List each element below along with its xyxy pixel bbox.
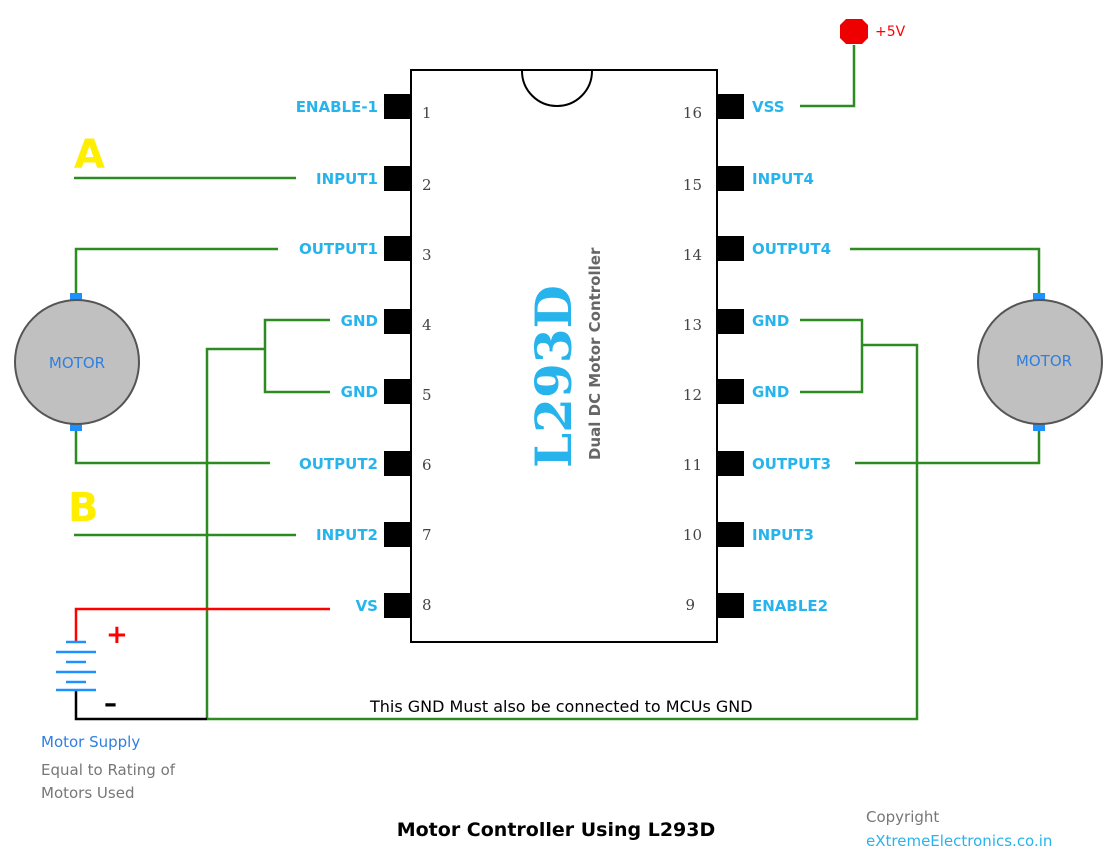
- motor-icon: [14, 299, 140, 425]
- pin-14: [716, 236, 744, 261]
- output3-wire: [855, 428, 1041, 465]
- pin-5: [384, 379, 412, 404]
- pin-9: [716, 593, 744, 618]
- pin-label: VS: [356, 597, 378, 615]
- vss-wire: [800, 45, 856, 108]
- chip-body: [410, 69, 718, 643]
- pin-number: 11: [683, 456, 702, 474]
- motor-label: MOTOR: [1016, 352, 1072, 370]
- pin-number: 1: [422, 104, 432, 122]
- pin-number: 14: [683, 246, 702, 264]
- pin-label: GND: [752, 312, 789, 330]
- vs-supply-wire: [74, 607, 330, 642]
- battery-minus-label: –: [104, 689, 117, 719]
- pin-label: OUTPUT3: [752, 455, 831, 473]
- output4-wire: [850, 247, 1041, 295]
- pin-12: [716, 379, 744, 404]
- pin-7: [384, 522, 412, 547]
- left-gnd-drop: [205, 347, 265, 719]
- motor-label: MOTOR: [49, 354, 105, 372]
- pin-number: 13: [683, 316, 702, 334]
- pin-label: OUTPUT2: [299, 455, 378, 473]
- pin-label: VSS: [752, 98, 785, 116]
- pin-number: 8: [422, 596, 432, 614]
- input-a-label: A: [74, 132, 105, 178]
- pin-number: 3: [422, 246, 432, 264]
- pin-number: 6: [422, 456, 432, 474]
- pin-1: [384, 94, 412, 119]
- right-motor: MOTOR: [977, 293, 1103, 431]
- copyright-label: Copyright: [866, 808, 939, 826]
- pin-13: [716, 309, 744, 334]
- pin-number: 10: [683, 526, 702, 544]
- chip-description: Dual DC Motor Controller: [586, 247, 604, 460]
- motor-icon: [977, 299, 1103, 425]
- pin-label: INPUT1: [316, 170, 378, 188]
- battery-icon: [56, 640, 96, 692]
- wires: [74, 45, 1041, 721]
- diagram-caption: Motor Controller Using L293D: [397, 819, 716, 841]
- supply-note-line1: Equal to Rating of: [41, 761, 176, 779]
- chip-notch: [521, 70, 593, 107]
- motor-terminal: [70, 293, 82, 301]
- copyright-site: eXtremeElectronics.co.in: [866, 832, 1052, 850]
- pin-8: [384, 593, 412, 618]
- pin-label: GND: [341, 312, 378, 330]
- supply-note-line2: Motors Used: [41, 784, 134, 802]
- pin-label: INPUT4: [752, 170, 814, 188]
- pin-11: [716, 451, 744, 476]
- pin-number: 2: [422, 176, 432, 194]
- right-pins: 16 15 14 13 12 11 10 9 VSS INPUT4 OUTPUT…: [683, 94, 831, 618]
- l293d-chip: L293D Dual DC Motor Controller: [410, 69, 718, 643]
- right-gnd-bracket: [800, 318, 864, 394]
- motor-terminal: [1033, 423, 1045, 431]
- pin-6: [384, 451, 412, 476]
- pin-number: 5: [422, 386, 432, 404]
- pin-15: [716, 166, 744, 191]
- supply-title: Motor Supply: [41, 733, 140, 751]
- output2-wire: [74, 428, 270, 465]
- pin-label: ENABLE-1: [296, 98, 378, 116]
- pin-2: [384, 166, 412, 191]
- pin-label: GND: [341, 383, 378, 401]
- output1-wire: [74, 247, 278, 295]
- pin-label: INPUT2: [316, 526, 378, 544]
- pin-10: [716, 522, 744, 547]
- pin-number: 12: [683, 386, 702, 404]
- pin-number: 9: [685, 596, 695, 614]
- pin-label: OUTPUT4: [752, 240, 831, 258]
- pin-number: 7: [422, 526, 432, 544]
- input-b-label: B: [68, 485, 99, 531]
- pin-3: [384, 236, 412, 261]
- left-gnd-bracket: [263, 318, 330, 394]
- pin-label: INPUT3: [752, 526, 814, 544]
- pin-number: 15: [683, 176, 702, 194]
- right-gnd-return: [207, 343, 919, 721]
- pin-label: ENABLE2: [752, 597, 828, 615]
- battery-negative-wire: [74, 690, 207, 721]
- pin-number: 16: [683, 104, 702, 122]
- vcc-label: +5V: [875, 24, 906, 40]
- gnd-note: This GND Must also be connected to MCUs …: [369, 697, 753, 716]
- left-pins: 1 2 3 4 5 6 7 8 ENABLE-1 INPUT1 OUTPUT1 …: [296, 94, 432, 618]
- chip-name: L293D: [524, 285, 583, 468]
- pin-16: [716, 94, 744, 119]
- pin-label: OUTPUT1: [299, 240, 378, 258]
- pin-number: 4: [422, 316, 432, 334]
- motor-terminal: [70, 423, 82, 431]
- pin-4: [384, 309, 412, 334]
- motor-terminal: [1033, 293, 1045, 301]
- battery-plus-label: +: [106, 620, 128, 650]
- vcc-terminal-icon: [840, 19, 868, 44]
- left-motor: MOTOR: [14, 293, 140, 431]
- pin-label: GND: [752, 383, 789, 401]
